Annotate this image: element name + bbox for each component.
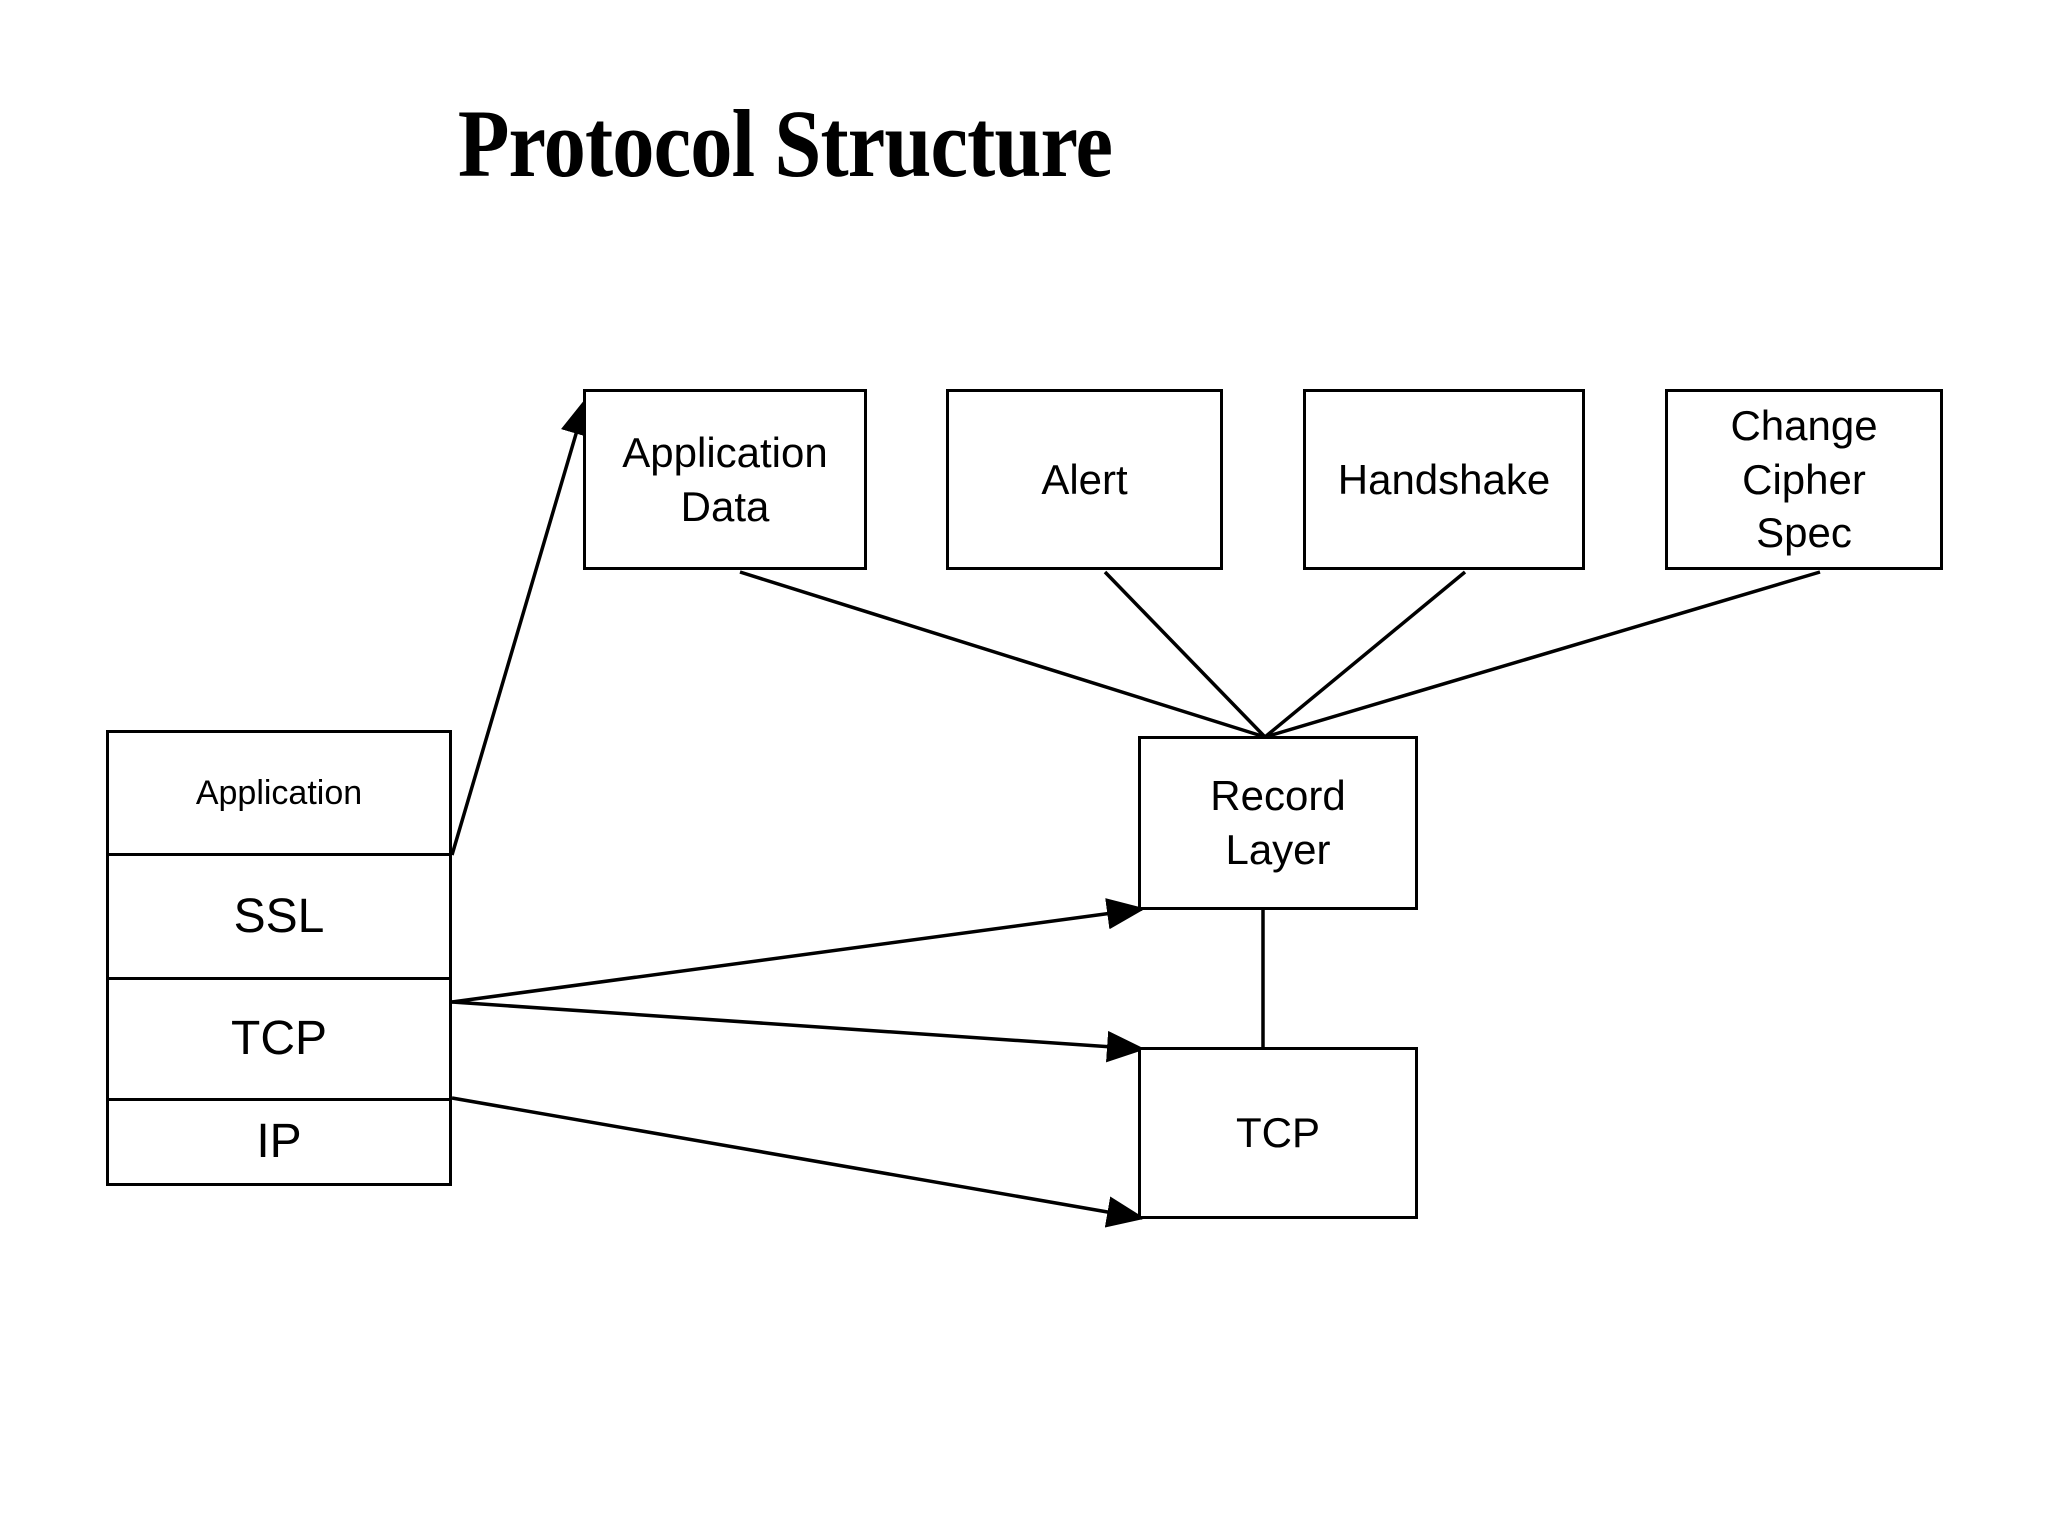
stack-layer-ssl-label: SSL bbox=[233, 889, 325, 943]
page-title: Protocol Structure bbox=[457, 90, 1113, 197]
stack-layer-application[interactable]: Application bbox=[109, 733, 449, 853]
protocol-box-change-cipher-spec[interactable]: Change Cipher Spec bbox=[1665, 389, 1943, 570]
protocol-box-application-data[interactable]: Application Data bbox=[583, 389, 867, 570]
protocol-box-handshake-label: Handshake bbox=[1337, 455, 1551, 503]
connector-stack-application-to-application-data bbox=[450, 396, 592, 856]
protocol-stack: Application SSL TCP IP bbox=[106, 730, 452, 1186]
stack-layer-tcp-label: TCP bbox=[231, 1012, 327, 1066]
connector-stack-ssl-to-record-layer bbox=[451, 898, 1146, 1004]
protocol-box-alert-label: Alert bbox=[1041, 455, 1128, 503]
connector-alert-to-record-layer bbox=[1103, 570, 1267, 739]
protocol-box-alert[interactable]: Alert bbox=[946, 389, 1223, 570]
record-layer-box-label: Record Layer bbox=[1210, 772, 1346, 873]
record-layer-box[interactable]: Record Layer bbox=[1138, 736, 1418, 910]
connector-application-data-to-record-layer bbox=[739, 570, 1266, 739]
stack-layer-ssl[interactable]: SSL bbox=[109, 853, 449, 977]
transport-tcp-box[interactable]: TCP bbox=[1138, 1047, 1418, 1219]
connector-change-cipher-spec-to-record-layer bbox=[1264, 570, 1821, 739]
connector-stack-ip-to-transport-tcp bbox=[451, 1096, 1146, 1228]
connector-handshake-to-record-layer bbox=[1263, 570, 1467, 739]
connector-stack-tcp-to-transport-tcp bbox=[451, 1000, 1146, 1063]
protocol-box-change-cipher-spec-label: Change Cipher Spec bbox=[1730, 401, 1878, 557]
stack-layer-ip-label: IP bbox=[256, 1115, 302, 1169]
stack-layer-ip[interactable]: IP bbox=[109, 1098, 449, 1183]
protocol-box-handshake[interactable]: Handshake bbox=[1303, 389, 1585, 570]
transport-tcp-box-label: TCP bbox=[1236, 1109, 1320, 1157]
stack-layer-tcp[interactable]: TCP bbox=[109, 977, 449, 1098]
stack-layer-application-label: Application bbox=[195, 773, 363, 812]
protocol-box-application-data-label: Application Data bbox=[622, 428, 828, 530]
